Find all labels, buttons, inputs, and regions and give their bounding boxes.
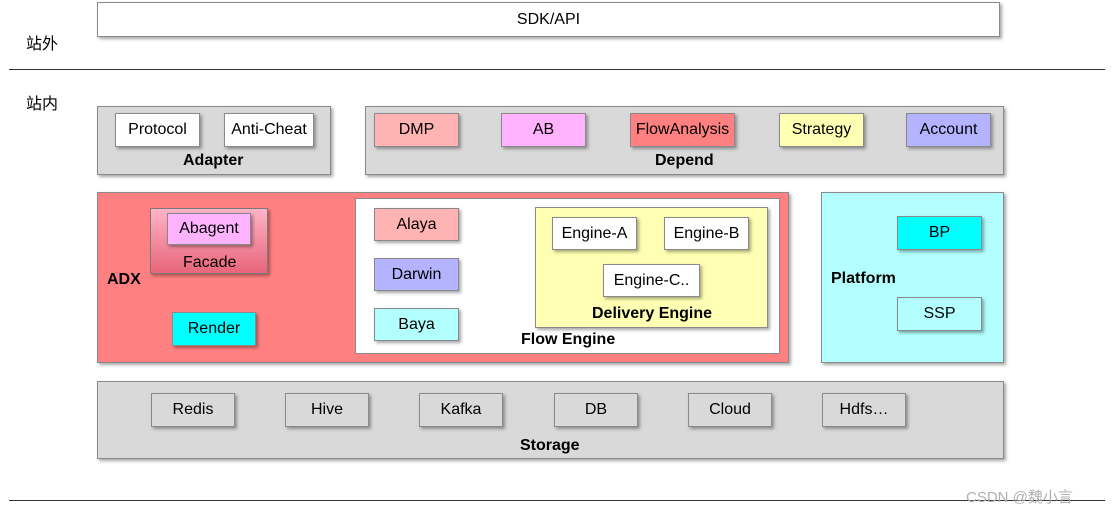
account-box: Account [906,113,991,147]
watermark: CSDN @魏小言 [966,489,1073,506]
ab-box: AB [501,113,586,147]
zone-divider-top [9,69,1105,70]
hive-box: Hive [285,393,369,427]
protocol-box: Protocol [115,113,200,147]
baya-box: Baya [374,308,459,341]
kafka-box: Kafka [419,393,503,427]
delivery-engine-title: Delivery Engine [592,305,713,322]
cloud-box: Cloud [688,393,772,427]
facade-label: Facade [183,254,237,271]
dmp-box: DMP [374,113,459,147]
flowanalysis-box: FlowAnalysis [630,113,735,147]
storage-title: Storage [520,437,580,454]
platform-title: Platform [831,270,896,287]
db-box: DB [554,393,638,427]
sdk-api-box: SDK/API [97,2,1000,37]
zone-outside-label: 站外 [26,36,59,53]
anti-cheat-box: Anti-Cheat [224,113,314,147]
ssp-box: SSP [897,297,982,331]
abagent-box: Abagent [167,213,251,245]
zone-inside-label: 站内 [26,96,59,113]
engine-c-box: Engine-C.. [603,264,700,297]
bp-box: BP [897,216,982,250]
zone-divider-bottom [9,500,1105,501]
redis-box: Redis [151,393,235,427]
depend-title: Depend [655,152,714,169]
hdfs-box: Hdfs… [822,393,906,427]
render-box: Render [172,312,256,346]
strategy-box: Strategy [779,113,864,147]
flow-engine-title: Flow Engine [521,331,616,348]
alaya-box: Alaya [374,208,459,241]
engine-b-box: Engine-B [664,217,749,250]
engine-a-box: Engine-A [552,217,637,250]
darwin-box: Darwin [374,258,459,291]
adapter-title: Adapter [183,152,244,169]
adx-title: ADX [107,271,141,288]
